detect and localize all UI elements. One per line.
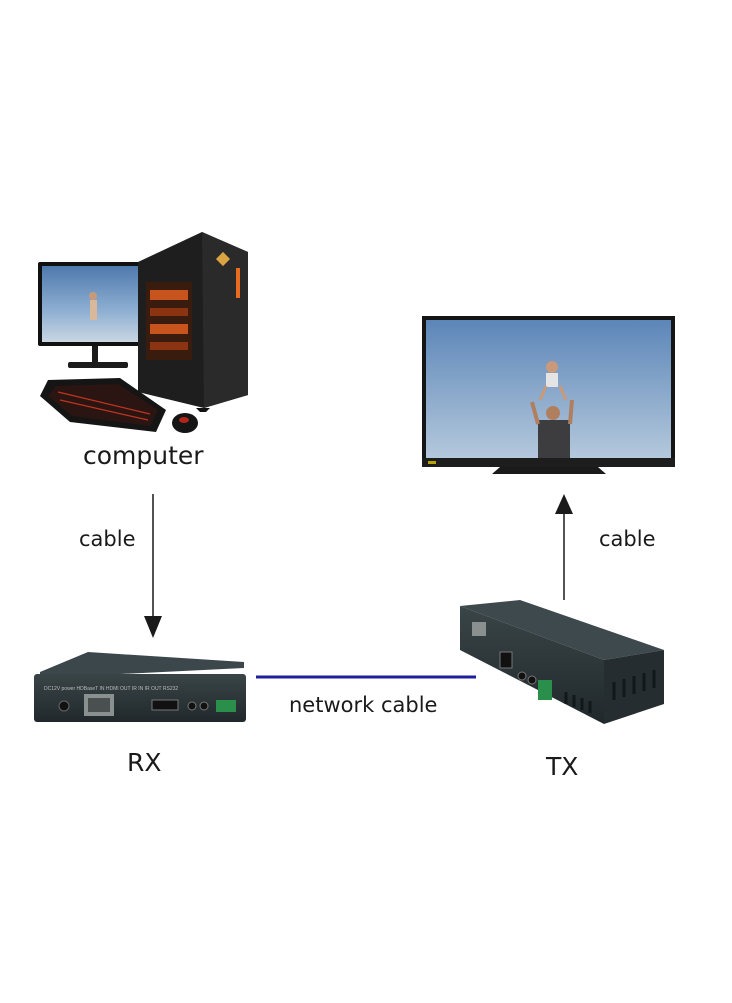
cable-label-right: cable (599, 527, 656, 551)
rx-label: RX (127, 748, 162, 777)
arrow-tx-to-tv-head (555, 494, 573, 514)
computer-keyboard (40, 378, 166, 432)
tv-image (422, 316, 675, 474)
tx-label: TX (546, 752, 579, 781)
computer-image (38, 232, 248, 433)
tx-device (460, 600, 664, 724)
cable-label-left: cable (79, 527, 136, 551)
network-cable-label: network cable (289, 693, 438, 717)
computer-label: computer (83, 441, 204, 470)
computer-mouse (172, 413, 198, 433)
computer-monitor (38, 262, 142, 368)
arrow-computer-to-rx-head (144, 616, 162, 638)
svg-text:DC12V power HDBaseT IN HDMI OU: DC12V power HDBaseT IN HDMI OUT IR IN IR… (44, 686, 178, 692)
rx-device: DC12V power HDBaseT IN HDMI OUT IR IN IR… (34, 652, 246, 722)
computer-tower (138, 232, 248, 412)
